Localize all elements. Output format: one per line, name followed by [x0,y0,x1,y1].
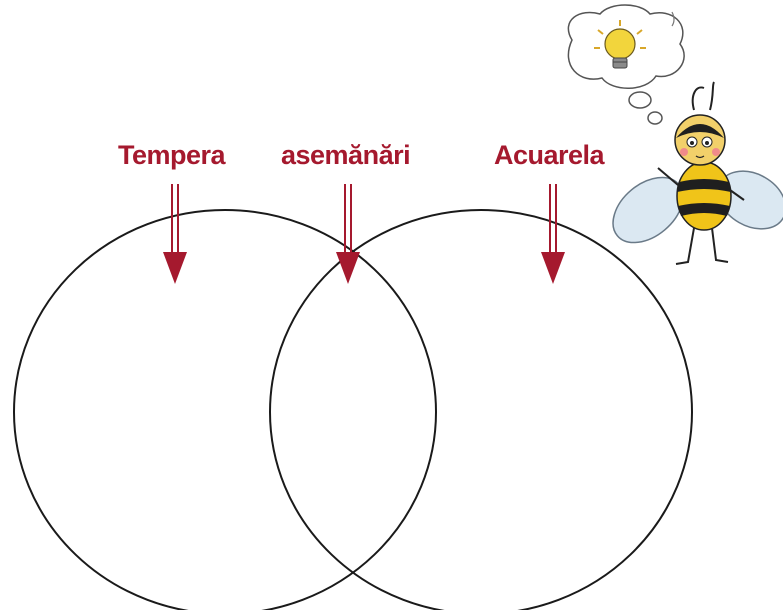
bee-mascot-icon [612,81,783,265]
venn-circle-left [13,209,437,610]
label-tempera: Tempera [118,140,226,170]
arrow-right [541,184,565,284]
label-acuarela: Acuarela [494,140,605,170]
label-asemanari: asemănări [281,140,411,170]
arrow-left [163,184,187,284]
venn-circle-right [269,209,693,610]
arrow-middle [336,184,360,284]
lightbulb-thought-bubble-icon [567,4,685,125]
